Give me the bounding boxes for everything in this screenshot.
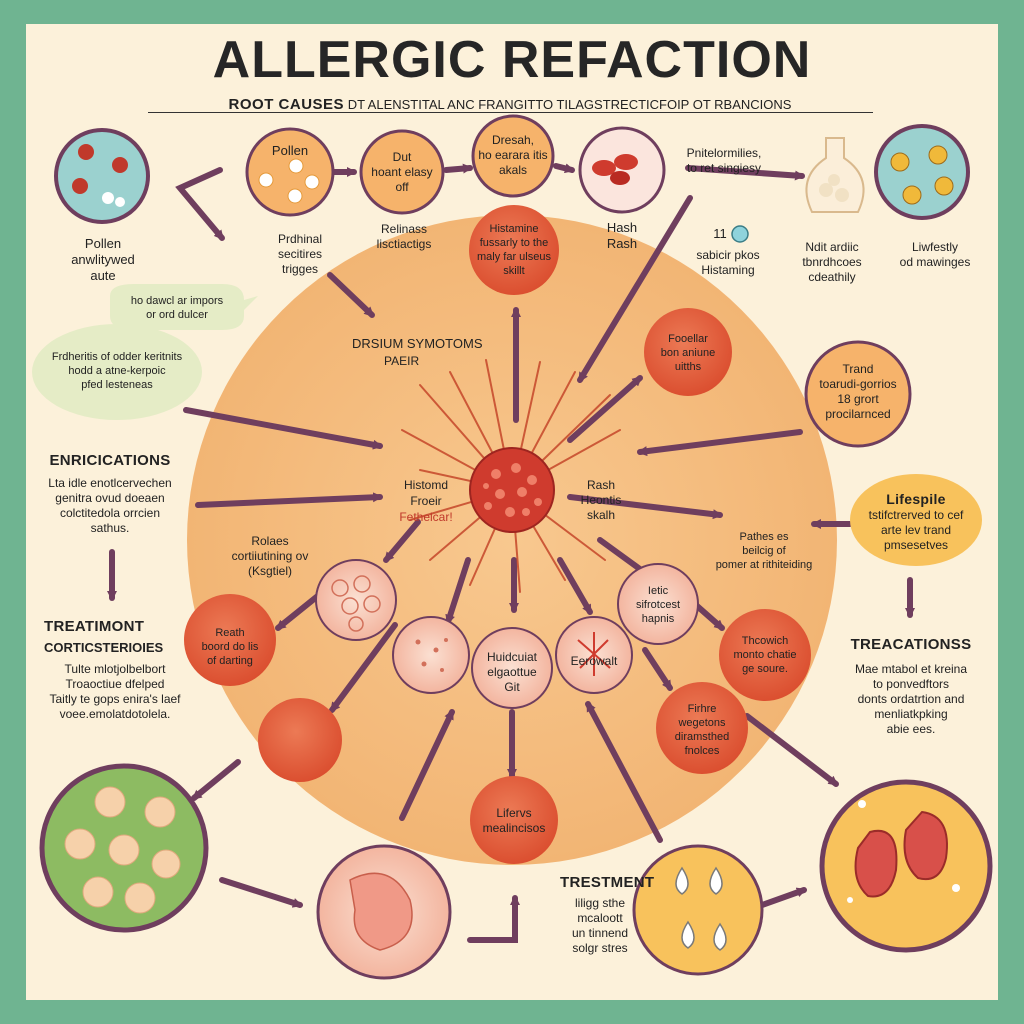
trestment-body: liligg sthe mcaloott un tinnend solgr st… <box>571 896 629 955</box>
lifestyle-circle <box>850 474 982 566</box>
lifestyle-circle-body: tstifctrerved to cef arte lev trand pmse… <box>868 508 964 552</box>
pollen-flowers <box>72 144 128 194</box>
lifestyle-bottom-label: Lifervs mealincisos <box>482 806 546 835</box>
eerowalt-circle-label: Eerowalt <box>570 654 618 668</box>
number-badge-label: 11 <box>713 226 727 241</box>
main-title: ALLERGIC REFACTION <box>212 31 812 89</box>
lifestyle-bottom-circle <box>470 776 558 864</box>
number-badge <box>731 225 749 243</box>
skin-circle <box>392 616 470 694</box>
lifestyle-circle-title: Lifespile <box>886 491 946 507</box>
huidcuiat-circle <box>471 627 553 709</box>
firhre-circle <box>656 682 748 774</box>
oval-left-text: Frdheritis of odder keritnits hodd a atn… <box>51 351 183 391</box>
pollen-circle-label: Pollen <box>271 143 309 158</box>
treactionss-heading: TREACATIONSS <box>850 636 972 653</box>
rash-cells <box>592 154 638 185</box>
sabicir-caption: sabicir pkos Histaming <box>696 248 760 277</box>
subtitle-lead: ROOT CAUSES <box>228 96 345 113</box>
top-left-caption: Pollen anwlitywed aute <box>71 236 135 283</box>
treatment-heading: TREATIMONT <box>44 618 145 635</box>
sifrot-circle <box>617 563 699 645</box>
subtitle-rest: DT ALENSTITAL ANC FRANGITTO TILAGSTRECTI… <box>347 97 792 112</box>
center-sub: PAEIR <box>384 354 420 368</box>
sifrot-circle-label: Ietic sifrotcest hapnis <box>635 585 680 625</box>
pathes-label: Pathes es beilcig of pomer at rithiteidi… <box>715 531 813 571</box>
top-right-flowers-image <box>874 124 970 220</box>
relinass-caption: Relinass lisctiactigs <box>376 222 432 251</box>
trand-circle <box>804 340 912 448</box>
dresh-circle <box>471 114 555 198</box>
dust-circle <box>359 129 445 215</box>
parts-label: Pnitelormilies, to ret singiesy <box>686 146 762 175</box>
treatment-sub: CORTICSTERIOIES <box>44 640 164 655</box>
livlestly-caption: Liwfestly od mawinges <box>899 240 971 269</box>
drops-image <box>632 844 764 976</box>
treactionss-body: Mae mtabol et kreina to ponvedftors dont… <box>854 662 968 736</box>
pollen-circle <box>245 127 335 217</box>
organs-image <box>819 779 993 953</box>
reath-circle <box>184 594 276 686</box>
histamine-circle-label: Histamine fussarly to the maly far ulseu… <box>477 223 551 277</box>
dresh-circle-label: Dresah, ho earara itis akals <box>478 133 548 177</box>
subtitle: ROOT CAUSES DT ALENSTITAL ANC FRANGITTO … <box>150 96 870 113</box>
flow-arrows <box>107 163 915 943</box>
enrications-body: Lta idle enotlcervechen genitra ovud doe… <box>48 476 172 535</box>
fooellar-circle-label: Fooellar bon aniune uitths <box>660 333 716 373</box>
organs <box>847 800 960 903</box>
speech-bubble <box>110 284 258 330</box>
dust-circle-label: Dut hoant elasy off <box>371 150 433 194</box>
trand-circle-label: Trand toarudi-gorrios 18 grort procilarn… <box>819 362 897 421</box>
thcowich-circle <box>719 609 811 701</box>
fooellar-circle <box>644 308 732 396</box>
firhre-circle-label: Firhre wegetons diramsthed fnolces <box>674 703 730 757</box>
ndit-caption: Ndit ardiic tbnrdhcoes cdeathily <box>802 240 862 284</box>
reath-circle-label: Reath boord do lis of darting <box>201 627 259 667</box>
center-germ-illustration <box>401 359 621 593</box>
histomd-label-1: Histomd <box>403 478 448 492</box>
treatment-body: Tulte mlotjolbelbort Troaoctiue dfelped … <box>49 662 181 721</box>
trestment-heading: TRESTMENT <box>560 874 655 891</box>
rash-caption: Hash Rash <box>606 220 638 251</box>
rash-image-circle <box>578 126 666 214</box>
enrications-heading: ENRICICATIONS <box>49 452 171 469</box>
histomd-label-3: Fethelcar! <box>399 510 453 524</box>
subtitle-rule <box>148 112 873 113</box>
histomd-label-2: Froeir <box>410 494 442 508</box>
huidcuiat-circle-label: Huidcuiat elgaottue Git <box>486 650 538 694</box>
top-left-pollen-image <box>54 128 150 224</box>
center-heading: DRSIUM SYMOTOMS <box>352 336 483 351</box>
flask-illustration <box>805 137 865 213</box>
pollen-caption: Prdhinal secitires trigges <box>277 232 323 276</box>
histamine-circle <box>469 205 559 295</box>
roles-label: Rolaes cortiiutining ov (Ksgtiel) <box>231 534 309 578</box>
rash-label: Rash Heontis skalh <box>580 478 622 522</box>
oval-left <box>32 324 202 420</box>
thcowich-circle-label: Thcowich monto chatie ge soure. <box>733 635 797 675</box>
speech-bubble-text: ho dawcl ar impors or ord dulcer <box>130 295 224 321</box>
fooced-circle <box>258 698 342 782</box>
